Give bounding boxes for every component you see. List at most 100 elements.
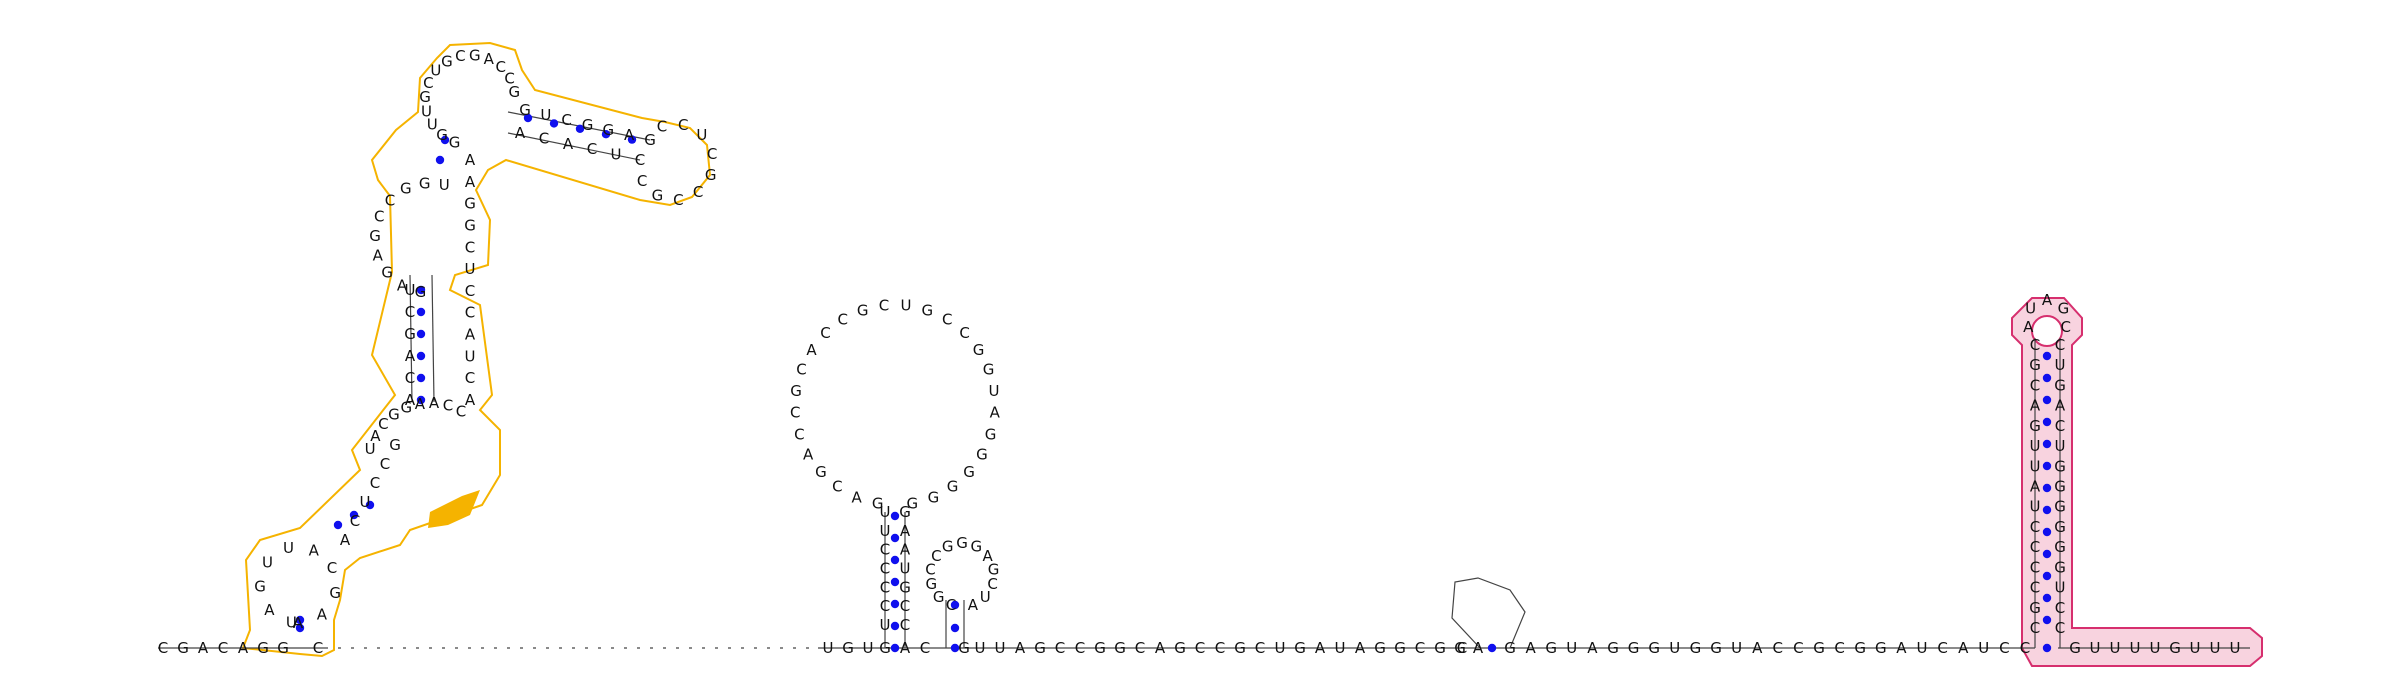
base-pair-dot: [349, 510, 359, 520]
nt-chain: G: [2069, 639, 2081, 657]
base-pair-dot: [890, 599, 900, 609]
base-pair-dot: [950, 600, 960, 610]
nt-chain: G: [2169, 639, 2181, 657]
nt-orange: C: [327, 559, 337, 577]
base-pair-dot: [2042, 483, 2052, 493]
nt-orange: G: [436, 126, 448, 144]
nt-chain: G: [958, 639, 970, 657]
nt-hairpin: G: [899, 503, 911, 521]
nt-hairpin: G: [956, 534, 968, 552]
nt-pink: C: [2055, 336, 2065, 354]
nt-orange: U: [365, 440, 376, 458]
nt-pink: U: [2055, 437, 2066, 455]
nt-chain: A: [1155, 639, 1166, 657]
nt-pink: C: [2030, 376, 2040, 394]
nt-orange: A: [429, 394, 440, 412]
nt-pink: U: [2030, 457, 2041, 475]
nt-hairpin: C: [794, 425, 804, 443]
nt-chain: A: [1315, 639, 1326, 657]
nt-orange: A: [465, 391, 476, 409]
base-pair-dot: [2042, 643, 2052, 653]
nt-chain: G: [1854, 639, 1866, 657]
nt-chain: A: [1015, 639, 1026, 657]
nt-chain: U: [2110, 639, 2121, 657]
nt-chain: U: [995, 639, 1006, 657]
nt-chain: U: [1978, 639, 1989, 657]
nt-pink: U: [2055, 579, 2066, 597]
nt-hairpin: G: [872, 494, 884, 512]
nt-orange: G: [254, 577, 266, 595]
nt-orange: A: [309, 541, 320, 559]
nt-pink: U: [2030, 498, 2041, 516]
nt-orange: G: [329, 584, 341, 602]
nt-chain: U: [1275, 639, 1286, 657]
nt-pink: G: [2054, 538, 2066, 556]
nt-orange: G: [419, 174, 431, 192]
nt-hairpin: G: [947, 478, 959, 496]
base-pair-dots: [295, 113, 2052, 653]
nt-orange: U: [283, 539, 294, 557]
nt-chain: G: [1374, 639, 1386, 657]
nt-orange: G: [464, 216, 476, 234]
nt-orange: G: [400, 180, 412, 198]
nt-chain: C: [920, 639, 930, 657]
nt-hairpin: A: [851, 488, 862, 506]
nt-orange: G: [705, 166, 717, 184]
base-pair-dot: [2042, 395, 2052, 405]
nt-pink: C: [2061, 318, 2071, 336]
nt-pink: G: [2054, 498, 2066, 516]
nt-pink: C: [2030, 619, 2040, 637]
nt-hairpin: C: [879, 297, 889, 315]
base-pair-dot: [416, 307, 426, 317]
nt-chain: G: [1545, 639, 1557, 657]
base-pair-dot: [890, 643, 900, 653]
nt-chain: C: [1937, 639, 1947, 657]
nt-5p: A: [238, 639, 249, 657]
nt-chain: A: [1355, 639, 1366, 657]
nt-orange: U: [465, 260, 476, 278]
nt-orange: C: [423, 74, 433, 92]
nt-chain: A: [1473, 639, 1484, 657]
nt-orange: A: [397, 276, 408, 294]
nt-hairpin: A: [803, 445, 814, 463]
nt-chain: U: [2150, 639, 2161, 657]
base-pair-dot: [416, 329, 426, 339]
nt-hairpin: C: [900, 597, 910, 615]
nt-orange: C: [465, 282, 475, 300]
base-pair-dot: [2042, 417, 2052, 427]
nt-orange: G: [603, 121, 615, 139]
nt-hairpin: G: [857, 301, 869, 319]
nt-chain: C: [1195, 639, 1205, 657]
nt-orange: C: [693, 183, 703, 201]
base-pair-dot: [416, 373, 426, 383]
nt-chain: U: [2230, 639, 2241, 657]
nt-chain: C: [1834, 639, 1844, 657]
nt-chain: A: [1525, 639, 1536, 657]
nt-pink: A: [2030, 478, 2041, 496]
nt-pink: U: [2025, 300, 2036, 318]
nt-orange: C: [678, 116, 688, 134]
base-pair-dot: [890, 511, 900, 521]
base-pair-dot: [440, 135, 450, 145]
nt-orange: U: [439, 176, 450, 194]
nt-orange: G: [419, 88, 431, 106]
nt-hairpin: G: [790, 382, 802, 400]
nt-orange: U: [405, 281, 416, 299]
base-pair-dot: [950, 643, 960, 653]
base-pair-dot: [2042, 351, 2052, 361]
nt-hairpin: C: [880, 560, 890, 578]
base-pair-dot: [950, 623, 960, 633]
nt-5p: C: [158, 639, 168, 657]
nt-orange: A: [484, 50, 495, 68]
nt-pink: C: [2030, 336, 2040, 354]
nt-orange: G: [404, 325, 416, 343]
nt-pink: A: [2055, 397, 2066, 415]
nt-orange: A: [515, 124, 526, 142]
nt-orange: C: [495, 58, 505, 76]
nt-pink: G: [2029, 599, 2041, 617]
nt-hairpin: C: [790, 404, 800, 422]
nt-chain: A: [900, 639, 911, 657]
nt-5p: G: [257, 639, 269, 657]
nt-hairpin: C: [931, 547, 941, 565]
nt-chain: U: [2210, 639, 2221, 657]
